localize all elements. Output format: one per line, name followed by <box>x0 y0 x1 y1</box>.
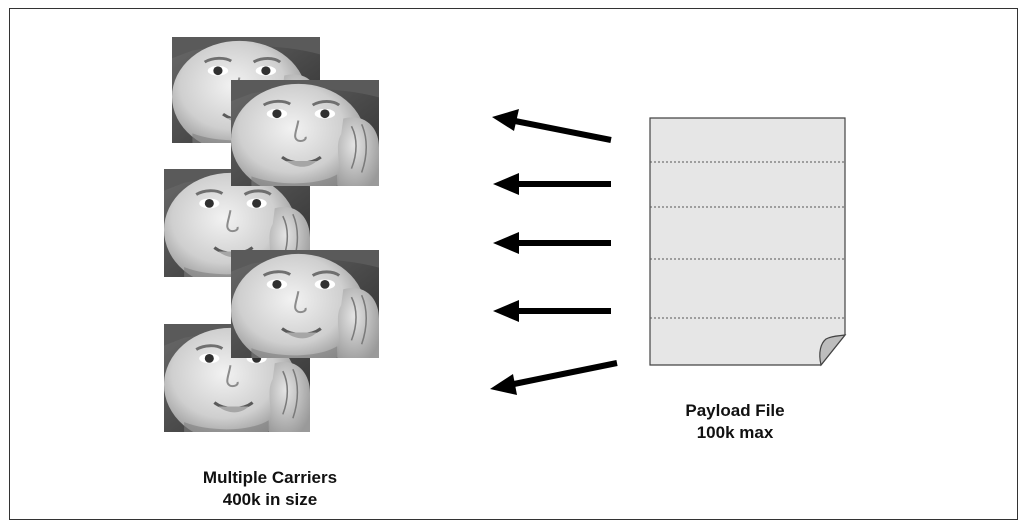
carriers-label-line2: 400k in size <box>222 490 318 509</box>
arrow-2 <box>493 173 611 195</box>
carriers-label: Multiple Carriers 400k in size <box>170 467 370 511</box>
arrow-1 <box>492 109 612 143</box>
arrow-4 <box>493 300 611 322</box>
carrier-image-4 <box>231 250 379 358</box>
payload-label-line1: Payload File <box>685 401 785 420</box>
arrow-5 <box>490 360 618 395</box>
arrow-3 <box>493 232 611 254</box>
payload-label-line2: 100k max <box>696 423 774 442</box>
payload-document-icon <box>649 117 847 367</box>
carriers-label-line1: Multiple Carriers <box>202 468 338 487</box>
carrier-image-2 <box>231 80 379 186</box>
payload-label: Payload File 100k max <box>650 400 820 444</box>
